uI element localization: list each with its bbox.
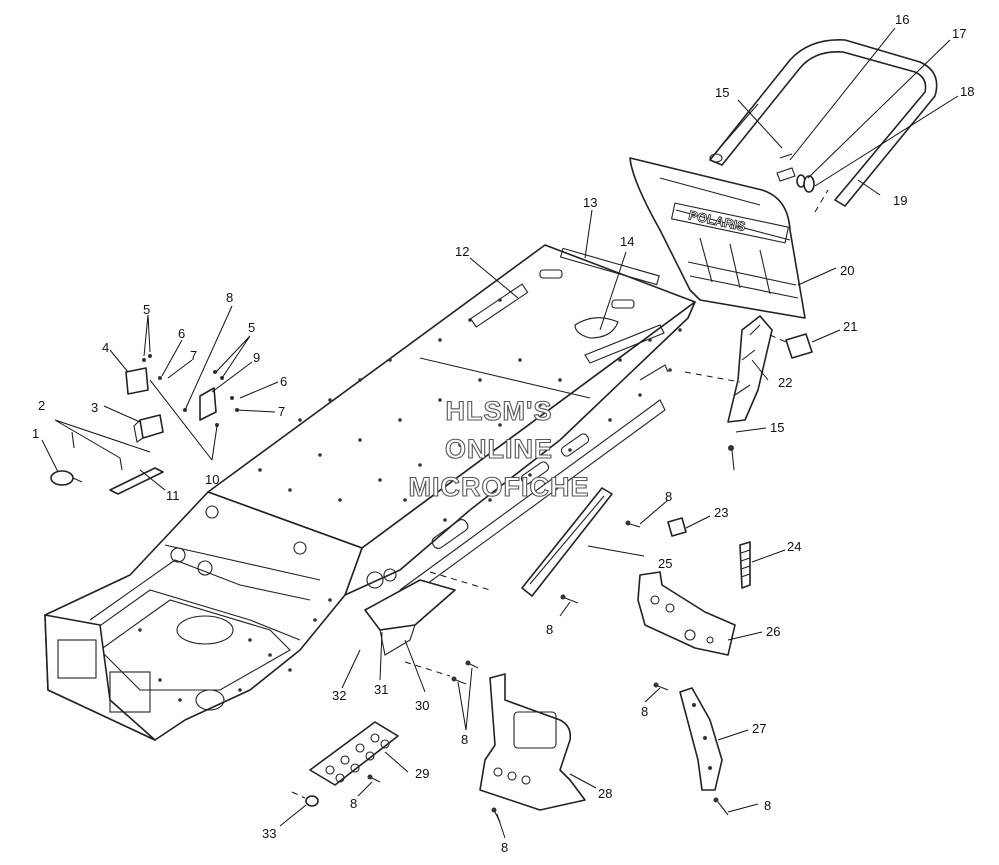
callout-8h: 8 [501,840,508,855]
footrest-bracket [364,568,456,656]
callout-15b: 15 [770,420,784,435]
part-11-plate [109,467,164,495]
callout-17: 17 [952,26,966,41]
callout-4: 4 [102,340,109,355]
callout-22: 22 [778,375,792,390]
callout-8b: 8 [665,489,672,504]
callout-18: 18 [960,84,974,99]
callout-24: 24 [787,539,801,554]
part-28-plate [479,673,586,811]
callout-23: 23 [714,505,728,520]
watermark-line-3: MICROFICHE [409,472,590,502]
callout-32: 32 [332,688,346,703]
callout-19: 19 [893,193,907,208]
part-2-screws [71,431,123,471]
watermark-line-2: ONLINE [445,434,553,464]
part-27-brace [679,687,723,791]
callout-1: 1 [32,426,39,441]
snow-flap: POLARIS [629,157,806,319]
callout-10: 10 [205,472,219,487]
chassis-tunnel [207,244,696,601]
callout-6a: 6 [178,326,185,341]
callout-30: 30 [415,698,429,713]
part-24-bolt [739,541,751,589]
callout-6b: 6 [280,374,287,389]
part-23-cap [667,517,687,537]
callout-14: 14 [620,234,634,249]
callout-13: 13 [583,195,597,210]
callout-8d: 8 [461,732,468,747]
rear-bumper [709,39,938,207]
part-29-plate [309,721,399,786]
callout-29: 29 [415,766,429,781]
callout-8f: 8 [764,798,771,813]
watermark-line-1: HLSM'S [446,396,553,426]
part-22-hitch [727,315,773,423]
callout-8g: 8 [350,796,357,811]
callout-16: 16 [895,12,909,27]
part-26-bracket [637,571,736,656]
callout-33: 33 [262,826,276,841]
leader-lines [41,27,959,839]
callout-labels: 1 2 3 4 5 5 6 6 7 7 8 8 8 8 8 8 8 8 9 10… [32,12,974,855]
callout-7a: 7 [190,348,197,363]
callout-26: 26 [766,624,780,639]
part-4-bracket [125,367,149,395]
callout-21: 21 [843,319,857,334]
fasteners [367,445,735,823]
callout-27: 27 [752,721,766,736]
bumper-hardware [776,153,815,193]
part-33-plug [305,795,319,807]
callout-8c: 8 [546,622,553,637]
part-21-clip [785,333,813,359]
part-9-bracket [199,387,217,421]
callout-3: 3 [91,400,98,415]
callout-2: 2 [38,398,45,413]
part-3-block [133,414,164,443]
callout-11: 11 [166,488,180,503]
callout-31: 31 [374,682,388,697]
callout-28: 28 [598,786,612,801]
callout-8e: 8 [641,704,648,719]
part-1-clip [50,470,83,486]
callout-12: 12 [455,244,469,259]
callout-20: 20 [840,263,854,278]
callout-5b: 5 [248,320,255,335]
callout-8a: 8 [226,290,233,305]
front-bulkhead [44,491,363,741]
callout-25: 25 [658,556,672,571]
callout-5a: 5 [143,302,150,317]
callout-7b: 7 [278,404,285,419]
part-25-rail [521,487,613,597]
callout-15a: 15 [715,85,729,100]
explode-lines [291,189,829,799]
callout-9: 9 [253,350,260,365]
watermark: HLSM'S ONLINE MICROFICHE [408,395,590,502]
